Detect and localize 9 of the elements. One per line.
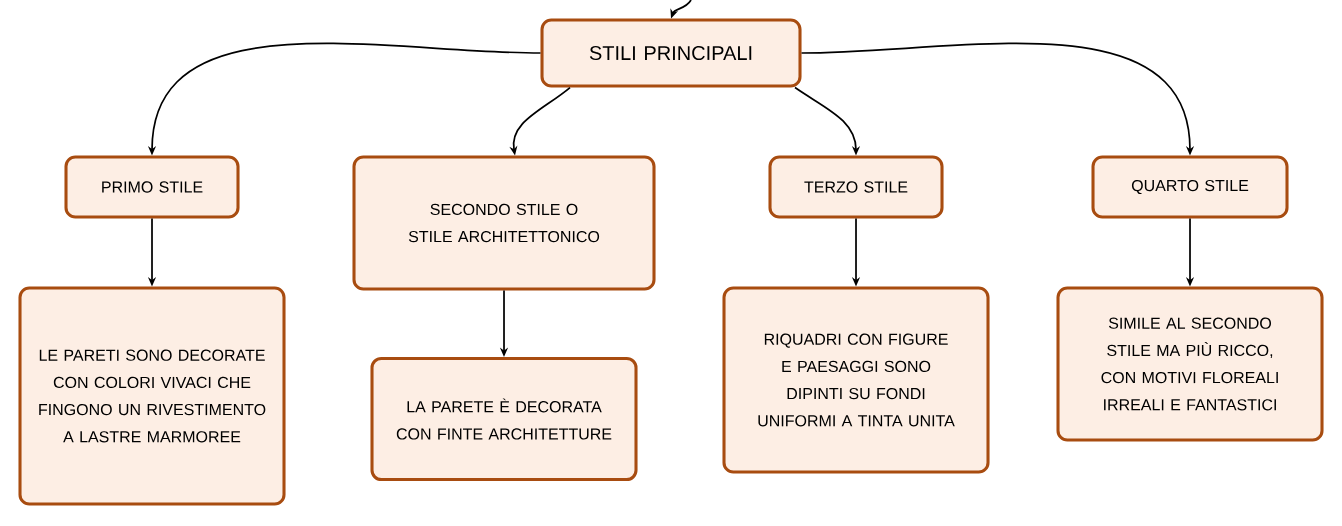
concept-box: LA PARETE È DECORATA CON FINTE ARCHITETTURE [370,356,638,482]
concept-box: QUARTO STILE [1091,155,1289,219]
concept-box: SECONDO STILE O STILE ARCHITETTONICO [352,155,656,291]
concept-box: RIQUADRI CON FIGURE E PAESAGGI SONO DIPINTI SU FONDI UNIFORMI A TINTA UNITA [722,286,990,474]
title-box: STILI PRINCIPALI [540,18,802,88]
concept-box: PRIMO STILE [64,155,240,219]
concept-box: SIMILE AL SECONDO STILE MA PIÙ RICCO, CON MOTIVI FLOREALI IRREALI E FANTASTICI [1056,286,1324,442]
concept-box: LE PARETI SONO DECORATE CON COLORI VIVACI CHE FINGONO UN RIVESTIMENTO A LASTRE MARMOREE [18,286,286,506]
concept-box: TERZO STILE [768,155,944,219]
